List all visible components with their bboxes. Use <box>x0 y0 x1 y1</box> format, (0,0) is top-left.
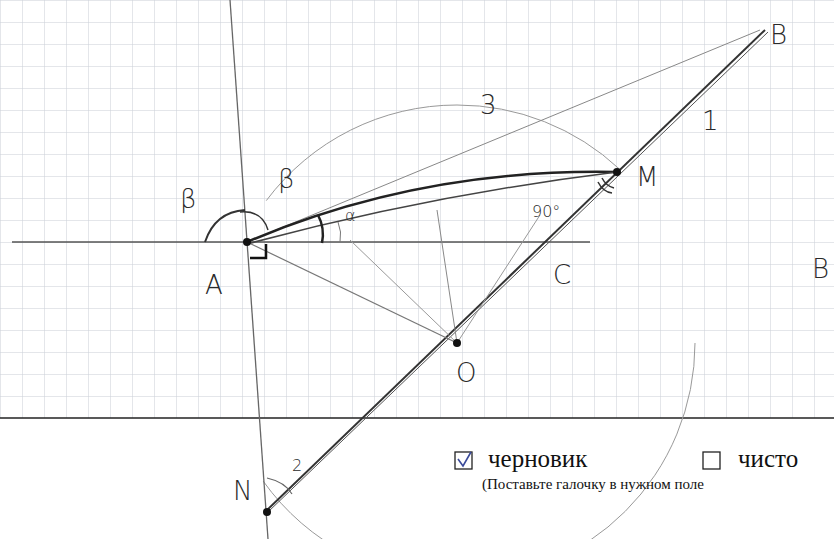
angle-arc <box>267 478 292 494</box>
point-label: C <box>553 262 571 288</box>
checkbox <box>703 452 720 469</box>
point <box>243 238 251 246</box>
line-nm <box>268 32 768 512</box>
angle-label: 90° <box>532 204 560 220</box>
form-note: (Поставьте галочку в нужном поле <box>482 477 704 492</box>
point <box>453 339 461 347</box>
point-label: O <box>456 360 476 386</box>
perpendicular-line <box>230 0 268 539</box>
angle-label: α <box>345 208 356 224</box>
point <box>263 508 271 516</box>
check-mark <box>458 452 471 466</box>
angle-label: β <box>278 166 295 192</box>
point-label: A <box>205 272 223 298</box>
page-border <box>0 417 834 419</box>
angle-arc <box>338 222 341 242</box>
grid-paper <box>0 0 834 418</box>
point-label: M <box>636 164 658 190</box>
right-angle-mark <box>250 244 266 258</box>
point <box>613 168 621 176</box>
segment <box>457 215 540 343</box>
horizontal-line <box>12 241 590 242</box>
angle-arc <box>240 212 268 230</box>
angle-arc <box>205 210 245 242</box>
point-label: N <box>233 478 252 504</box>
checkbox-label: чисто <box>738 446 798 471</box>
angle-label: 2 <box>292 458 302 474</box>
checkbox <box>455 452 472 469</box>
segment <box>437 210 457 343</box>
line-nm <box>265 30 765 512</box>
segment <box>350 240 457 343</box>
segment-ao <box>247 242 457 343</box>
chord-am <box>247 172 617 242</box>
point-label: B <box>812 256 829 282</box>
line-ab <box>247 30 760 242</box>
angle-arc <box>602 178 614 188</box>
chord-am <box>247 172 617 244</box>
angle-label: β <box>180 186 197 212</box>
point-label: B <box>770 22 787 48</box>
line-label: 1 <box>702 108 719 134</box>
segment-label: 3 <box>480 92 497 118</box>
angle-arc <box>318 215 323 243</box>
checkbox-label: черновик <box>488 446 587 471</box>
